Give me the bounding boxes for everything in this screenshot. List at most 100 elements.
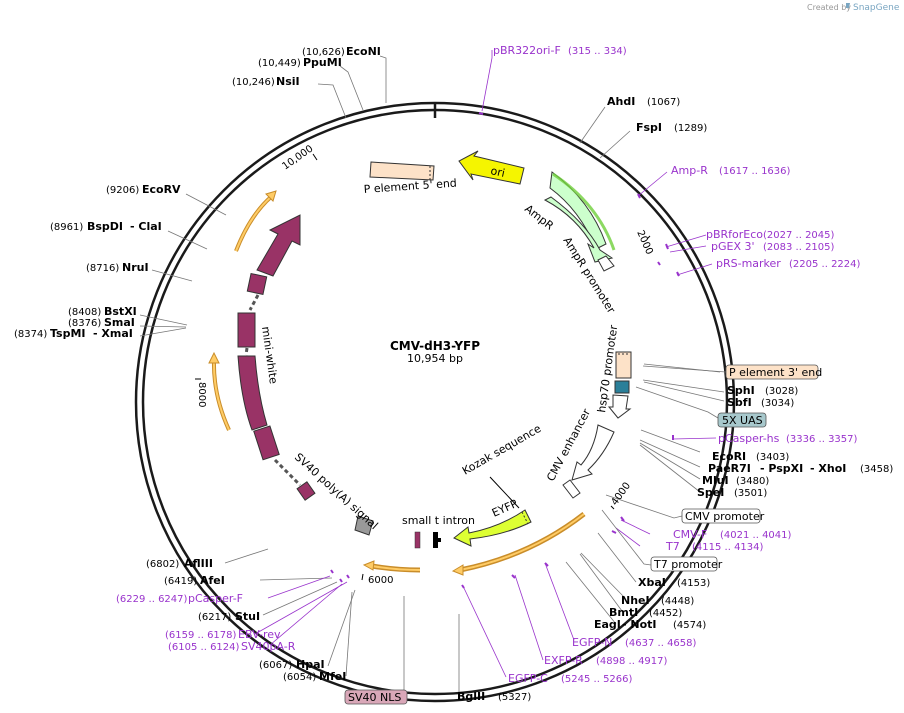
svg-text:(8716): (8716) — [86, 263, 119, 274]
primer-sv40pa-r[interactable]: (6105 .. 6124) SV40pA-R — [168, 640, 296, 653]
boxed-t7-promoter[interactable]: T7 promoter — [650, 556, 723, 572]
svg-text:AflIII: AflIII — [184, 557, 213, 570]
enzyme-stui[interactable]: (6217) StuI — [198, 610, 260, 623]
primer-egfp-c[interactable]: EGFP-C (5245 .. 5266) — [508, 672, 633, 685]
primer-pcasper-hs[interactable]: pCasper-hs (3336 .. 3357) — [718, 432, 858, 445]
enzyme-ppumi[interactable]: (10,449) PpuMI — [258, 56, 342, 69]
primer-t7[interactable]: T7 (4115 .. 4134) — [665, 540, 764, 553]
svg-text:BspDI: BspDI — [87, 220, 123, 233]
primer-egfp-n[interactable]: EGFP-N (4637 .. 4658) — [572, 636, 697, 649]
enzyme-bstxi[interactable]: (8408) BstXI — [68, 305, 137, 318]
primer-ebv-rev[interactable]: (6159 .. 6178) EBV-rev — [165, 628, 281, 641]
svg-text:(9206): (9206) — [106, 185, 139, 196]
mini-white-feature[interactable] — [237, 214, 316, 501]
eyfp-feature[interactable] — [453, 509, 532, 547]
primer-leader-lines — [254, 50, 717, 678]
primer-labels: pBR322ori-F (315 .. 334) Amp-R (1617 .. … — [116, 44, 861, 685]
svg-text:(1289): (1289) — [674, 123, 707, 134]
svg-text:(6105 .. 6124): (6105 .. 6124) — [168, 642, 240, 653]
enzyme-hpai[interactable]: (6067) HpaI — [259, 658, 325, 671]
enzyme-eagi[interactable]: EagI - NotI (4574) — [594, 618, 706, 631]
small-t-intron-feature[interactable] — [433, 532, 441, 548]
svg-text:AfeI: AfeI — [200, 574, 225, 587]
enzyme-ecorv[interactable]: (9206) EcoRV — [106, 183, 181, 196]
ampr-promoter-feature[interactable] — [597, 255, 615, 272]
enzyme-ahdi[interactable]: AhdI (1067) — [607, 95, 680, 108]
primer-pbrforeco[interactable]: pBRforEco (2027 .. 2045) — [706, 228, 835, 241]
uas-feature[interactable] — [614, 380, 630, 394]
svg-text:(1067): (1067) — [647, 97, 680, 108]
boxed-5x-uas[interactable]: 5X UAS — [717, 412, 767, 428]
hsp70-promoter-feature[interactable] — [607, 394, 632, 419]
svg-text:(4021 .. 4041): (4021 .. 4041) — [720, 530, 792, 541]
primer-amp-r[interactable]: Amp-R (1617 .. 1636) — [671, 164, 791, 177]
svg-text:- XmaI: - XmaI — [93, 327, 133, 340]
enzyme-sbfi[interactable]: SbfI (3034) — [727, 396, 794, 409]
primer-prs-marker[interactable]: pRS-marker (2205 .. 2224) — [716, 257, 861, 270]
svg-text:EGFP-N: EGFP-N — [572, 636, 612, 649]
enzyme-paer7i[interactable]: PaeR7I - PspXI - XhoI (3458) — [708, 462, 893, 475]
svg-text:EcoRV: EcoRV — [142, 183, 181, 196]
plasmid-length: 10,954 bp — [407, 352, 463, 365]
enzyme-mfei[interactable]: (6054) MfeI — [283, 670, 346, 683]
svg-text:TspMI: TspMI — [50, 327, 86, 340]
tick-10000: 10,000 — [280, 143, 315, 172]
svg-text:pCasper-hs: pCasper-hs — [718, 432, 780, 445]
svg-text:MluI: MluI — [702, 474, 729, 487]
enzyme-sphi[interactable]: SphI (3028) — [727, 384, 798, 397]
orf-arrows — [208, 190, 586, 576]
p-element-5-feature[interactable] — [369, 161, 435, 181]
enzyme-afliii[interactable]: (6802) AflIII — [146, 557, 213, 570]
svg-text:T7 promoter: T7 promoter — [653, 558, 723, 571]
enzyme-bmti[interactable]: BmtI (4452) — [609, 606, 682, 619]
enzyme-nrui[interactable]: (8716) NruI — [86, 261, 149, 274]
svg-text:(4898 .. 4917): (4898 .. 4917) — [596, 656, 668, 667]
scale-ticks — [195, 153, 651, 581]
svg-text:pBR322ori-F: pBR322ori-F — [493, 44, 561, 57]
svg-text:AhdI: AhdI — [607, 95, 635, 108]
svg-text:(8374): (8374) — [14, 329, 47, 340]
enzyme-nhei[interactable]: NheI (4448) — [621, 594, 694, 607]
primer-exfp-r[interactable]: EXFP-R (4898 .. 4917) — [544, 654, 668, 667]
primer-cmv-f[interactable]: CMV-F (4021 .. 4041) — [673, 528, 792, 541]
p-element-3-feature[interactable] — [615, 351, 632, 379]
svg-text:BmtI: BmtI — [609, 606, 638, 619]
svg-text:PaeR7I: PaeR7I — [708, 462, 751, 475]
created-by-label: Created by — [807, 3, 851, 12]
enzyme-spei[interactable]: SpeI (3501) — [697, 486, 767, 499]
boxed-p-element-3[interactable]: P element 3' end — [725, 364, 822, 380]
boxed-cmv-promoter[interactable]: CMV promoter — [681, 508, 765, 524]
svg-text:SmaI: SmaI — [104, 316, 135, 329]
svg-text:(3403): (3403) — [756, 452, 789, 463]
enzyme-nsii[interactable]: (10,246) NsiI — [232, 75, 300, 88]
svg-text:(6217): (6217) — [198, 612, 231, 623]
boxed-sv40-nls[interactable]: SV40 NLS — [344, 689, 408, 705]
enzyme-tspmi[interactable]: (8374) TspMI - XmaI — [14, 327, 133, 340]
p-element-5-label: P element 5' end — [363, 177, 457, 196]
enzyme-xbai[interactable]: XbaI (4153) — [638, 576, 710, 589]
cmv-promoter-feature[interactable] — [562, 479, 581, 499]
svg-text:pCasper-F: pCasper-F — [188, 592, 243, 605]
enzyme-bglii[interactable]: BglII (5327) — [457, 690, 531, 703]
enzyme-bspdi[interactable]: (8961) BspDI - ClaI — [50, 220, 162, 233]
primer-pbr322ori-f[interactable]: pBR322ori-F (315 .. 334) — [493, 44, 627, 57]
tick-4000: 4000 — [609, 481, 633, 508]
primer-pcasper-f[interactable]: (6229 .. 6247) pCasper-F — [116, 592, 243, 605]
enzyme-mlui[interactable]: MluI (3480) — [702, 474, 769, 487]
primer-pgex3[interactable]: pGEX 3' (2083 .. 2105) — [711, 240, 835, 253]
sv40-nls-feature[interactable] — [414, 531, 421, 549]
cmv-enhancer-feature[interactable] — [571, 424, 615, 481]
ori-feature[interactable] — [458, 150, 525, 185]
svg-text:XbaI: XbaI — [638, 576, 666, 589]
svg-text:(6802): (6802) — [146, 559, 179, 570]
svg-text:(8961): (8961) — [50, 222, 83, 233]
enzyme-ecori[interactable]: EcoRI (3403) — [712, 450, 789, 463]
enzyme-afei[interactable]: (6419) AfeI — [164, 574, 225, 587]
enzyme-econi[interactable]: (10,626) EcoNI — [302, 45, 381, 58]
enzyme-smai[interactable]: (8376) SmaI — [68, 316, 135, 329]
svg-text:(5327): (5327) — [498, 692, 531, 703]
enzyme-fspi[interactable]: FspI (1289) — [636, 121, 707, 134]
svg-text:Amp-R: Amp-R — [671, 164, 708, 177]
sv40-polya-feature[interactable] — [354, 515, 374, 536]
ampr-feature[interactable] — [543, 171, 616, 263]
